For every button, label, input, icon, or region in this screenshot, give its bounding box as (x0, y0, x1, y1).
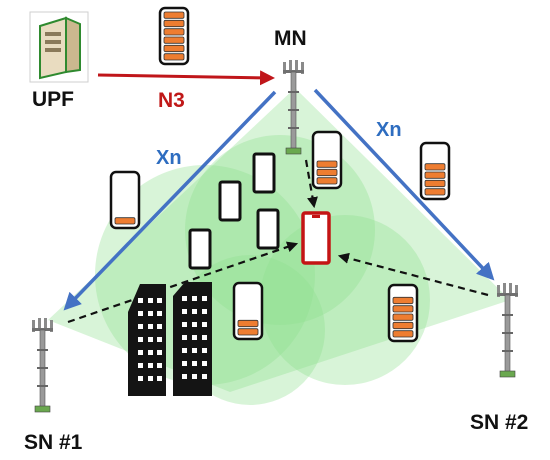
buffer-slot (163, 11, 185, 19)
ue-devices (188, 152, 280, 270)
buffer-upf-icon (158, 6, 190, 66)
xn-left-label: Xn (156, 147, 182, 169)
target-phone-icon (301, 211, 331, 265)
buffer-slot (163, 28, 185, 36)
upf-label: UPF (32, 88, 74, 111)
buffer-slot (424, 163, 446, 171)
dashed-links (67, 159, 489, 324)
buffer-slot (424, 171, 446, 179)
buffer-mn-sn1-link-icon (109, 170, 141, 230)
n3-label: N3 (158, 89, 185, 112)
buffer-slot (163, 44, 185, 53)
buffer-slot (237, 319, 259, 328)
n3-link-arrow (97, 70, 275, 86)
buffer-slot (392, 321, 414, 330)
buffer-slot (392, 296, 414, 305)
dashed-link-mn-ue (304, 159, 318, 209)
server-icon (29, 11, 89, 83)
buffer-slot (316, 168, 338, 177)
phone-icon (252, 152, 276, 194)
buffer-slot (424, 188, 446, 196)
xn-link-right-arrow (313, 88, 495, 281)
buffer-slot (316, 160, 338, 168)
buffer-slot (392, 313, 414, 321)
phone-icon (256, 208, 280, 250)
buffer-slot (163, 19, 185, 28)
buffer-mn-icon (311, 130, 343, 190)
buffer-layer (109, 6, 451, 343)
xn-right-label: Xn (376, 119, 402, 141)
xn-link-left-arrow (63, 90, 277, 311)
buffer-slot (163, 36, 185, 44)
buffer-slot (392, 305, 414, 313)
building-icon (128, 282, 212, 396)
dashed-link-sn2-ue (337, 252, 489, 297)
buffer-slot (316, 177, 338, 185)
buffer-slot (114, 217, 136, 225)
phone-icon (188, 228, 212, 270)
buffer-sn1-icon (232, 281, 264, 341)
sn2-label: SN #2 (470, 411, 529, 434)
buffer-sn2-icon (387, 283, 419, 343)
buffer-mn-sn2-link-icon (419, 141, 451, 201)
mn-label: MN (274, 27, 307, 50)
buffer-slot (392, 330, 414, 338)
sn1-label: SN #1 (24, 431, 83, 454)
sn1-tower-icon (31, 317, 54, 413)
buffer-slot (163, 53, 185, 61)
buffer-slot (424, 179, 446, 188)
phone-icon (218, 180, 242, 222)
buffer-slot (237, 328, 259, 336)
dashed-link-sn1-ue (67, 241, 299, 324)
